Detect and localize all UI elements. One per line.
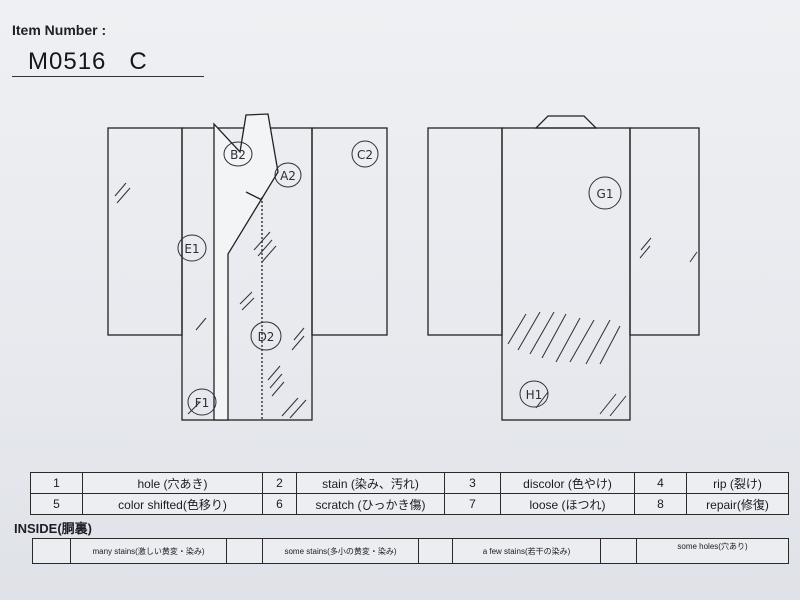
svg-text:G1: G1	[597, 187, 614, 201]
svg-text:C2: C2	[357, 148, 373, 162]
back-collar	[534, 115, 598, 129]
legend-num-6: 6	[262, 493, 297, 515]
legend-label-loose: loose (ほつれ)	[500, 493, 635, 515]
item-number-value: M0516 C	[28, 48, 148, 75]
back-view	[427, 115, 700, 421]
svg-text:D2: D2	[258, 330, 275, 344]
damage-marks	[114, 182, 698, 419]
front-right-sleeve	[311, 127, 388, 336]
back-left-sleeve	[427, 127, 503, 336]
inside-label-some-stains: some stains(多小の黄変・染み)	[262, 538, 419, 564]
inside-checkbox-many-stains[interactable]	[32, 538, 71, 564]
back-body	[501, 127, 631, 421]
legend-label-color-shifted: color shifted(色移り)	[82, 493, 263, 515]
inside-label-some-holes: some holes(穴あり)	[636, 538, 789, 564]
front-hatch-collar	[253, 231, 277, 263]
marker-f1: F1	[187, 388, 217, 416]
front-left-sleeve	[107, 127, 183, 336]
item-number-underline	[12, 76, 204, 77]
marker-d2: D2	[250, 321, 282, 351]
item-number-label: Item Number :	[12, 22, 107, 38]
inside-label-many-stains: many stains(激しい黄変・染み)	[70, 538, 227, 564]
legend-label-discolor: discolor (色やけ)	[500, 472, 635, 494]
legend-label-scratch: scratch (ひっかき傷)	[296, 493, 445, 515]
legend-num-1: 1	[30, 472, 83, 494]
kimono-diagram: B2 A2 C2 E1 D2 F1	[107, 113, 700, 421]
svg-text:E1: E1	[184, 242, 199, 256]
marker-a2: A2	[274, 162, 302, 188]
svg-text:F1: F1	[195, 396, 210, 410]
legend-num-7: 7	[444, 493, 501, 515]
inside-condition-table: many stains(激しい黄変・染み) some stains(多小の黄変・…	[32, 538, 789, 564]
svg-text:H1: H1	[526, 388, 543, 402]
svg-text:B2: B2	[230, 148, 246, 162]
marker-h1: H1	[519, 380, 549, 408]
marker-b2: B2	[223, 141, 253, 167]
front-hatch-bottom	[187, 365, 307, 419]
front-hatch-left	[114, 182, 131, 204]
inside-checkbox-few-stains[interactable]	[418, 538, 453, 564]
front-view	[107, 113, 388, 421]
legend-num-3: 3	[444, 472, 501, 494]
legend-row-2: 5 color shifted(色移り) 6 scratch (ひっかき傷) 7…	[30, 493, 789, 515]
legend-row-1: 1 hole (穴あき) 2 stain (染み、汚れ) 3 discolor …	[30, 472, 789, 494]
front-hatch-mid	[195, 291, 305, 351]
inside-label-few-stains: a few stains(若干の染み)	[452, 538, 601, 564]
back-hatch-large	[507, 311, 627, 417]
marker-c2: C2	[351, 140, 379, 168]
legend-num-4: 4	[634, 472, 687, 494]
marker-e1: E1	[177, 234, 207, 262]
inside-row: many stains(激しい黄変・染み) some stains(多小の黄変・…	[32, 538, 789, 564]
front-collar	[213, 113, 279, 421]
inside-checkbox-some-stains[interactable]	[226, 538, 263, 564]
inside-checkbox-some-holes[interactable]	[600, 538, 637, 564]
damage-legend-table: 1 hole (穴あき) 2 stain (染み、汚れ) 3 discolor …	[30, 472, 789, 515]
legend-label-repair: repair(修復)	[686, 493, 789, 515]
back-hatch-right	[639, 237, 698, 263]
legend-num-2: 2	[262, 472, 297, 494]
legend-label-stain: stain (染み、汚れ)	[296, 472, 445, 494]
back-right-sleeve	[629, 127, 700, 336]
overlap-line	[245, 191, 263, 201]
legend-label-hole: hole (穴あき)	[82, 472, 263, 494]
marker-g1: G1	[588, 176, 622, 210]
svg-text:A2: A2	[280, 169, 296, 183]
legend-num-8: 8	[634, 493, 687, 515]
legend-num-5: 5	[30, 493, 83, 515]
legend-label-rip: rip (裂け)	[686, 472, 789, 494]
inside-section-title: INSIDE(胴裏)	[14, 521, 93, 536]
